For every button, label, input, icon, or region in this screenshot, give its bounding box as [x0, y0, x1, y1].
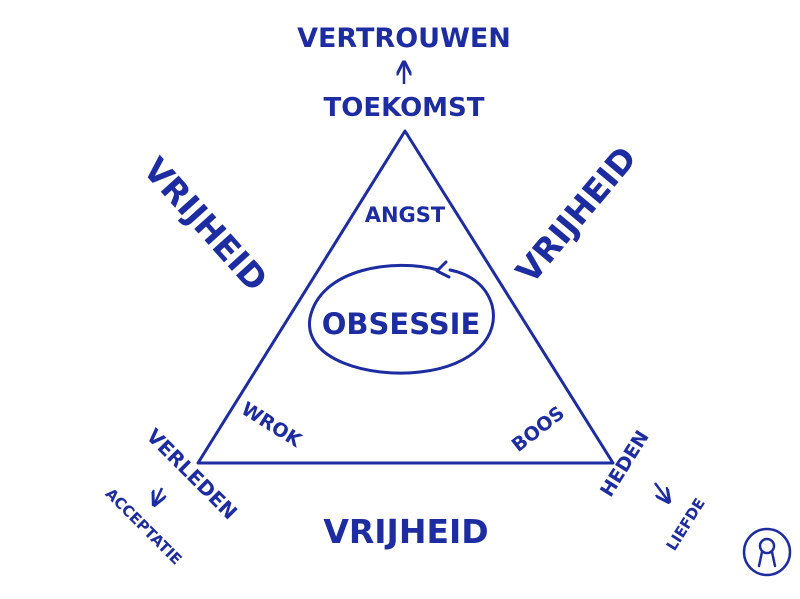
- freedom-bottom-label: VRIJHEID: [323, 512, 488, 551]
- left-goal-label: ACCEPTATIE: [102, 485, 186, 569]
- inner-left-label: WROK: [237, 398, 306, 453]
- top-vertex-label: TOEKOMST: [323, 93, 484, 123]
- arrow-icon: [653, 482, 669, 502]
- inner-right-label: BOOS: [508, 402, 569, 457]
- top-goal-label: VERTROUWEN: [297, 23, 511, 54]
- inner-top-label: ANGST: [365, 203, 446, 227]
- freedom-left-label: VRIJHEID: [136, 150, 276, 299]
- arrow-icon: [154, 487, 162, 505]
- keyhole-badge-icon: [742, 527, 792, 577]
- center-label: OBSESSIE: [322, 307, 481, 341]
- triangle-outline: [196, 129, 615, 465]
- cycle-arrowhead: [435, 260, 451, 279]
- left-vertex-label: VERLEDEN: [142, 424, 242, 524]
- cycle-arrow-icon: [308, 263, 495, 375]
- freedom-right-label: VRIJHEID: [508, 139, 644, 291]
- right-goal-label: LIEFDE: [663, 495, 709, 554]
